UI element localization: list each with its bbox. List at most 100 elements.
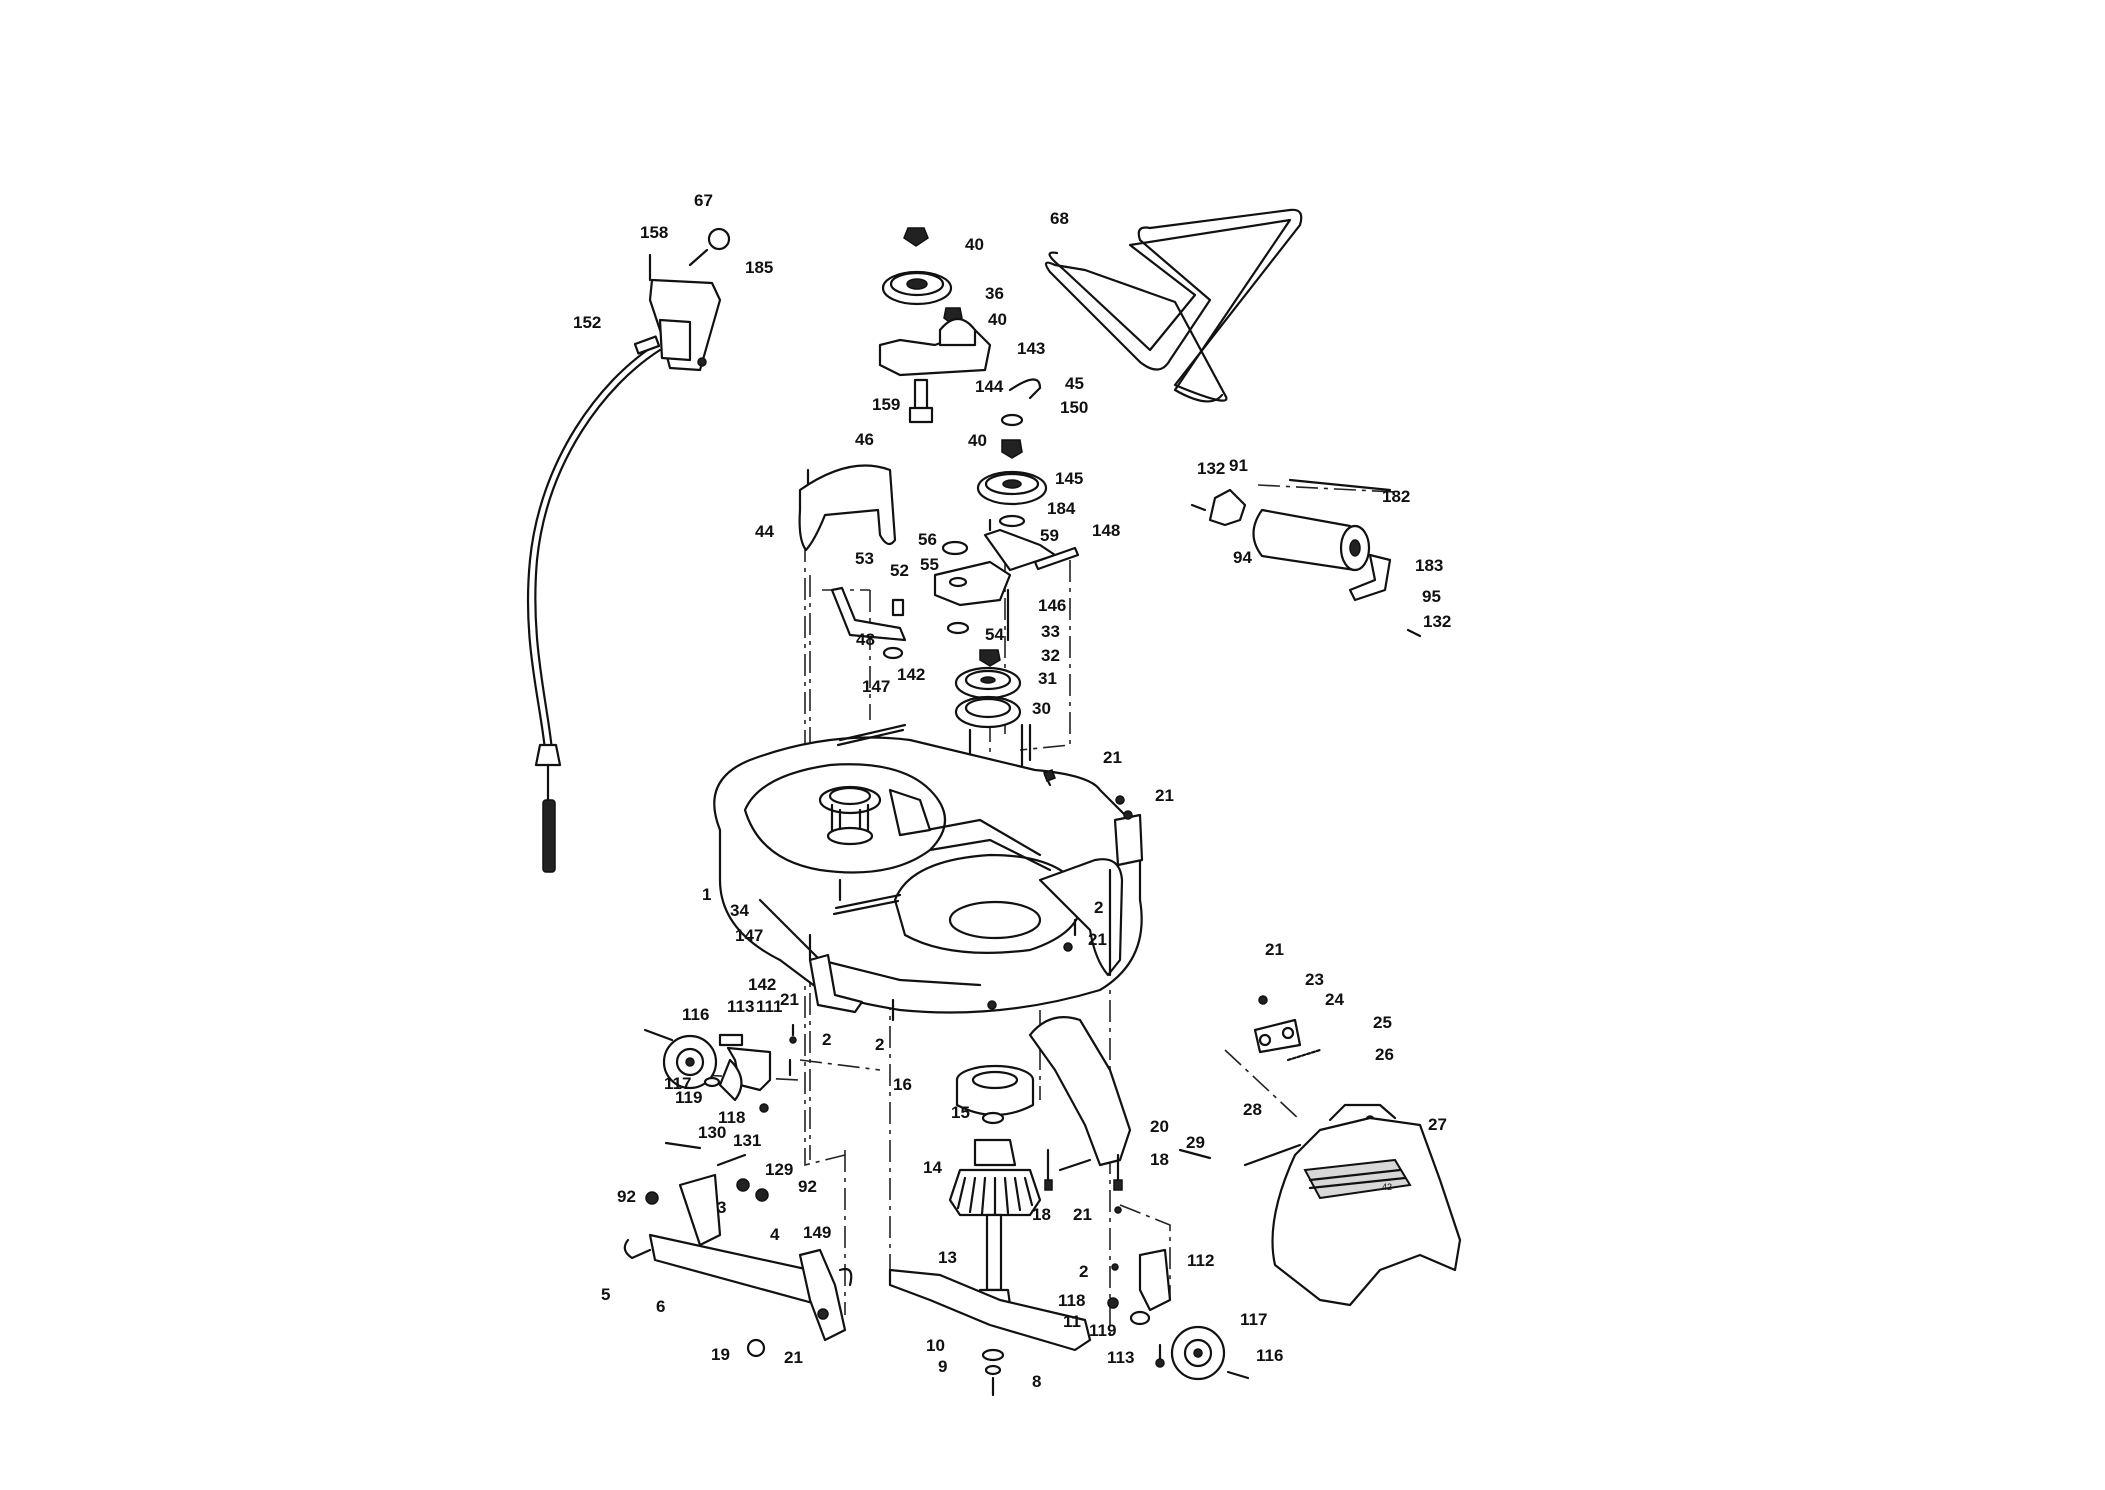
callout-56: 56 xyxy=(918,530,937,549)
callout-40: 40 xyxy=(965,235,984,254)
callout-30: 30 xyxy=(1032,699,1051,718)
callout-18: 18 xyxy=(1032,1205,1051,1224)
callout-55: 55 xyxy=(920,555,939,574)
callout-2: 2 xyxy=(1079,1262,1088,1281)
callout-118: 118 xyxy=(1058,1291,1085,1310)
callout-146: 146 xyxy=(1038,596,1066,615)
callout-52: 52 xyxy=(890,561,909,580)
idler-pulley-upper xyxy=(878,227,992,424)
callout-148: 148 xyxy=(1092,521,1120,540)
callout-132: 132 xyxy=(1423,612,1451,631)
callout-9: 9 xyxy=(938,1357,947,1376)
callout-2: 2 xyxy=(875,1035,884,1054)
callout-10: 10 xyxy=(926,1336,945,1355)
callout-48: 48 xyxy=(856,630,875,649)
callout-40: 40 xyxy=(988,310,1007,329)
callout-92: 92 xyxy=(798,1177,817,1196)
callout-21: 21 xyxy=(1088,930,1107,949)
callout-34: 34 xyxy=(730,901,749,920)
callout-117: 117 xyxy=(664,1074,691,1093)
callout-20: 20 xyxy=(1150,1117,1169,1136)
callout-21: 21 xyxy=(780,990,799,1009)
callout-46: 46 xyxy=(855,430,874,449)
callout-44: 44 xyxy=(755,522,774,541)
height-adjust-handle xyxy=(648,227,731,372)
callout-142: 142 xyxy=(897,665,925,684)
callout-92: 92 xyxy=(617,1187,636,1206)
callout-21: 21 xyxy=(1073,1205,1092,1224)
callout-1: 1 xyxy=(702,885,711,904)
callout-152: 152 xyxy=(573,313,601,332)
callout-13: 13 xyxy=(938,1248,957,1267)
callout-119: 119 xyxy=(675,1088,702,1107)
callout-labels: 6715818515240364014314415968451504046441… xyxy=(573,191,1451,1391)
callout-149: 149 xyxy=(803,1223,831,1242)
callout-33: 33 xyxy=(1041,622,1060,641)
callout-8: 8 xyxy=(1032,1372,1041,1391)
callout-158: 158 xyxy=(640,223,668,242)
callout-40: 40 xyxy=(968,431,987,450)
callout-28: 28 xyxy=(1243,1100,1262,1119)
callout-116: 116 xyxy=(682,1005,709,1024)
callout-95: 95 xyxy=(1422,587,1441,606)
callout-29: 29 xyxy=(1186,1133,1205,1152)
callout-119: 119 xyxy=(1089,1321,1116,1340)
callout-32: 32 xyxy=(1041,646,1060,665)
front-hanger-bracket xyxy=(623,1141,853,1358)
blade-spindle xyxy=(888,1064,1092,1397)
callout-45: 45 xyxy=(1065,374,1084,393)
callout-18: 18 xyxy=(1150,1150,1169,1169)
callout-25: 25 xyxy=(1373,1013,1392,1032)
callout-11: 11 xyxy=(1063,1312,1081,1331)
callout-2: 2 xyxy=(1094,898,1103,917)
chute-decal-text: 42 xyxy=(1382,1182,1392,1192)
callout-147: 147 xyxy=(735,926,763,945)
callout-21: 21 xyxy=(1103,748,1122,767)
callout-184: 184 xyxy=(1047,499,1076,518)
callout-118: 118 xyxy=(718,1108,745,1127)
callout-36: 36 xyxy=(985,284,1004,303)
callout-2: 2 xyxy=(822,1030,831,1049)
callout-144: 144 xyxy=(975,377,1004,396)
callout-91: 91 xyxy=(1229,456,1248,475)
callout-59: 59 xyxy=(1040,526,1059,545)
callout-14: 14 xyxy=(923,1158,942,1177)
callout-142: 142 xyxy=(748,975,776,994)
callout-112: 112 xyxy=(1187,1251,1214,1270)
callout-129: 129 xyxy=(765,1160,793,1179)
callout-132: 132 xyxy=(1197,459,1225,478)
callout-147: 147 xyxy=(862,677,890,696)
callout-116: 116 xyxy=(1256,1346,1283,1365)
deck-lift-cable xyxy=(526,335,662,873)
mower-deck-housing xyxy=(713,736,1144,1014)
discharge-chute-group: 42 xyxy=(1178,995,1462,1307)
callout-3: 3 xyxy=(717,1198,726,1217)
callout-6: 6 xyxy=(656,1297,665,1316)
callout-15: 15 xyxy=(951,1103,970,1122)
callout-182: 182 xyxy=(1382,487,1410,506)
callout-5: 5 xyxy=(601,1285,610,1304)
callout-23: 23 xyxy=(1305,970,1324,989)
callout-31: 31 xyxy=(1038,669,1057,688)
callout-21: 21 xyxy=(784,1348,803,1367)
callout-21: 21 xyxy=(1265,940,1284,959)
callout-19: 19 xyxy=(711,1345,730,1364)
callout-131: 131 xyxy=(733,1131,761,1150)
callout-24: 24 xyxy=(1325,990,1344,1009)
right-gauge-wheel-group xyxy=(1107,1248,1250,1381)
callout-16: 16 xyxy=(893,1075,912,1094)
callout-117: 117 xyxy=(1240,1310,1267,1329)
callout-111: 111 xyxy=(756,997,783,1016)
deck-hardware xyxy=(832,723,1133,1022)
callout-54: 54 xyxy=(985,625,1004,644)
callout-26: 26 xyxy=(1375,1045,1394,1064)
callout-113: 113 xyxy=(727,997,754,1016)
callout-159: 159 xyxy=(872,395,900,414)
callout-67: 67 xyxy=(694,191,713,210)
callout-150: 150 xyxy=(1060,398,1088,417)
callout-183: 183 xyxy=(1415,556,1443,575)
callout-130: 130 xyxy=(698,1123,726,1142)
deck-spindle-left xyxy=(818,785,932,846)
belt-roller-assembly xyxy=(1190,478,1422,638)
